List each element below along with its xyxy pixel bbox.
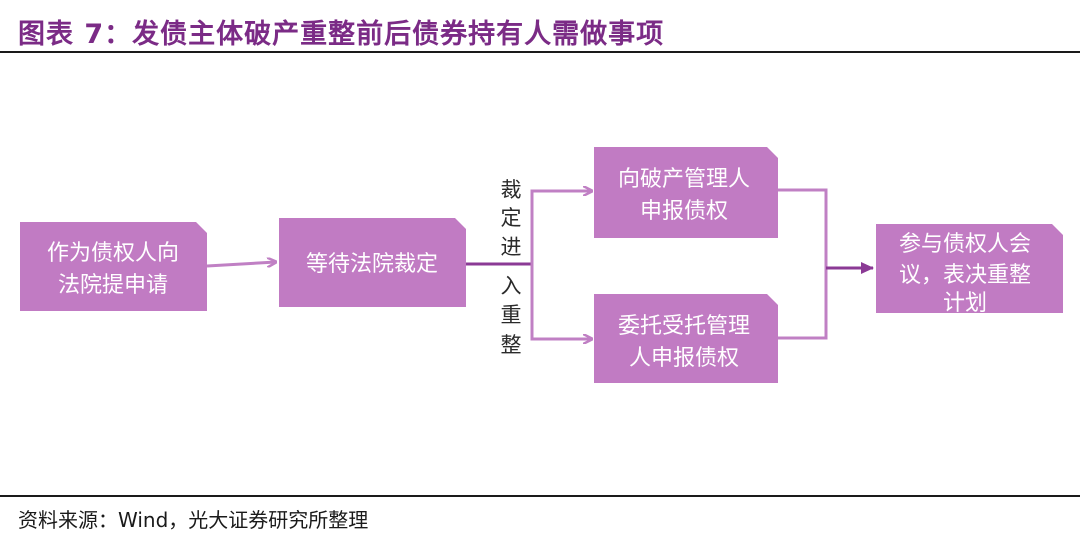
title-rule	[0, 51, 1080, 53]
node-report-direct-line-2: 申报债权	[640, 199, 728, 224]
node-creditor-application: 作为债权人向 法院提申请	[20, 222, 207, 311]
svg-text:定: 定	[501, 206, 522, 230]
source-note: 资料来源：Wind，光大证券研究所整理	[18, 508, 369, 532]
node-trustee-line-2: 人申报债权	[629, 346, 739, 371]
node-meeting-line-3: 计划	[943, 291, 987, 316]
svg-text:进: 进	[501, 235, 522, 259]
node-meeting-line-2: 议，表决重整	[899, 263, 1031, 288]
node-report-direct-line-1: 向破产管理人	[618, 167, 750, 192]
node-report-to-administrator: 向破产管理人 申报债权	[594, 147, 778, 238]
svg-text:整: 整	[501, 333, 522, 357]
node-await-line-1: 等待法院裁定	[306, 252, 438, 277]
arrow-split-to-direct-report	[530, 191, 592, 264]
svg-text:裁: 裁	[501, 178, 522, 202]
arrow-apply-to-await	[206, 262, 276, 266]
node-await-ruling: 等待法院裁定	[279, 218, 466, 307]
arrow-split-to-trustee-report	[530, 264, 592, 339]
svg-text:重: 重	[501, 303, 522, 327]
node-creditors-meeting: 参与债权人会 议，表决重整 计划	[876, 224, 1063, 316]
figure-title: 图表 7：发债主体破产重整前后债券持有人需做事项	[18, 19, 665, 50]
bracket-merge	[778, 188, 828, 340]
node-trustee-report: 委托受托管理 人申报债权	[594, 294, 778, 383]
node-trustee-line-1: 委托受托管理	[618, 314, 750, 339]
node-creditor-line-2: 法院提申请	[58, 273, 168, 298]
source-rule	[0, 495, 1080, 497]
node-meeting-line-1: 参与债权人会	[899, 232, 1031, 257]
edge-label-ruled-into-restructuring: 裁 定 进 入 重 整	[501, 178, 522, 357]
connectors	[206, 188, 874, 340]
svg-text:入: 入	[501, 274, 522, 298]
node-creditor-line-1: 作为债权人向	[47, 241, 179, 266]
